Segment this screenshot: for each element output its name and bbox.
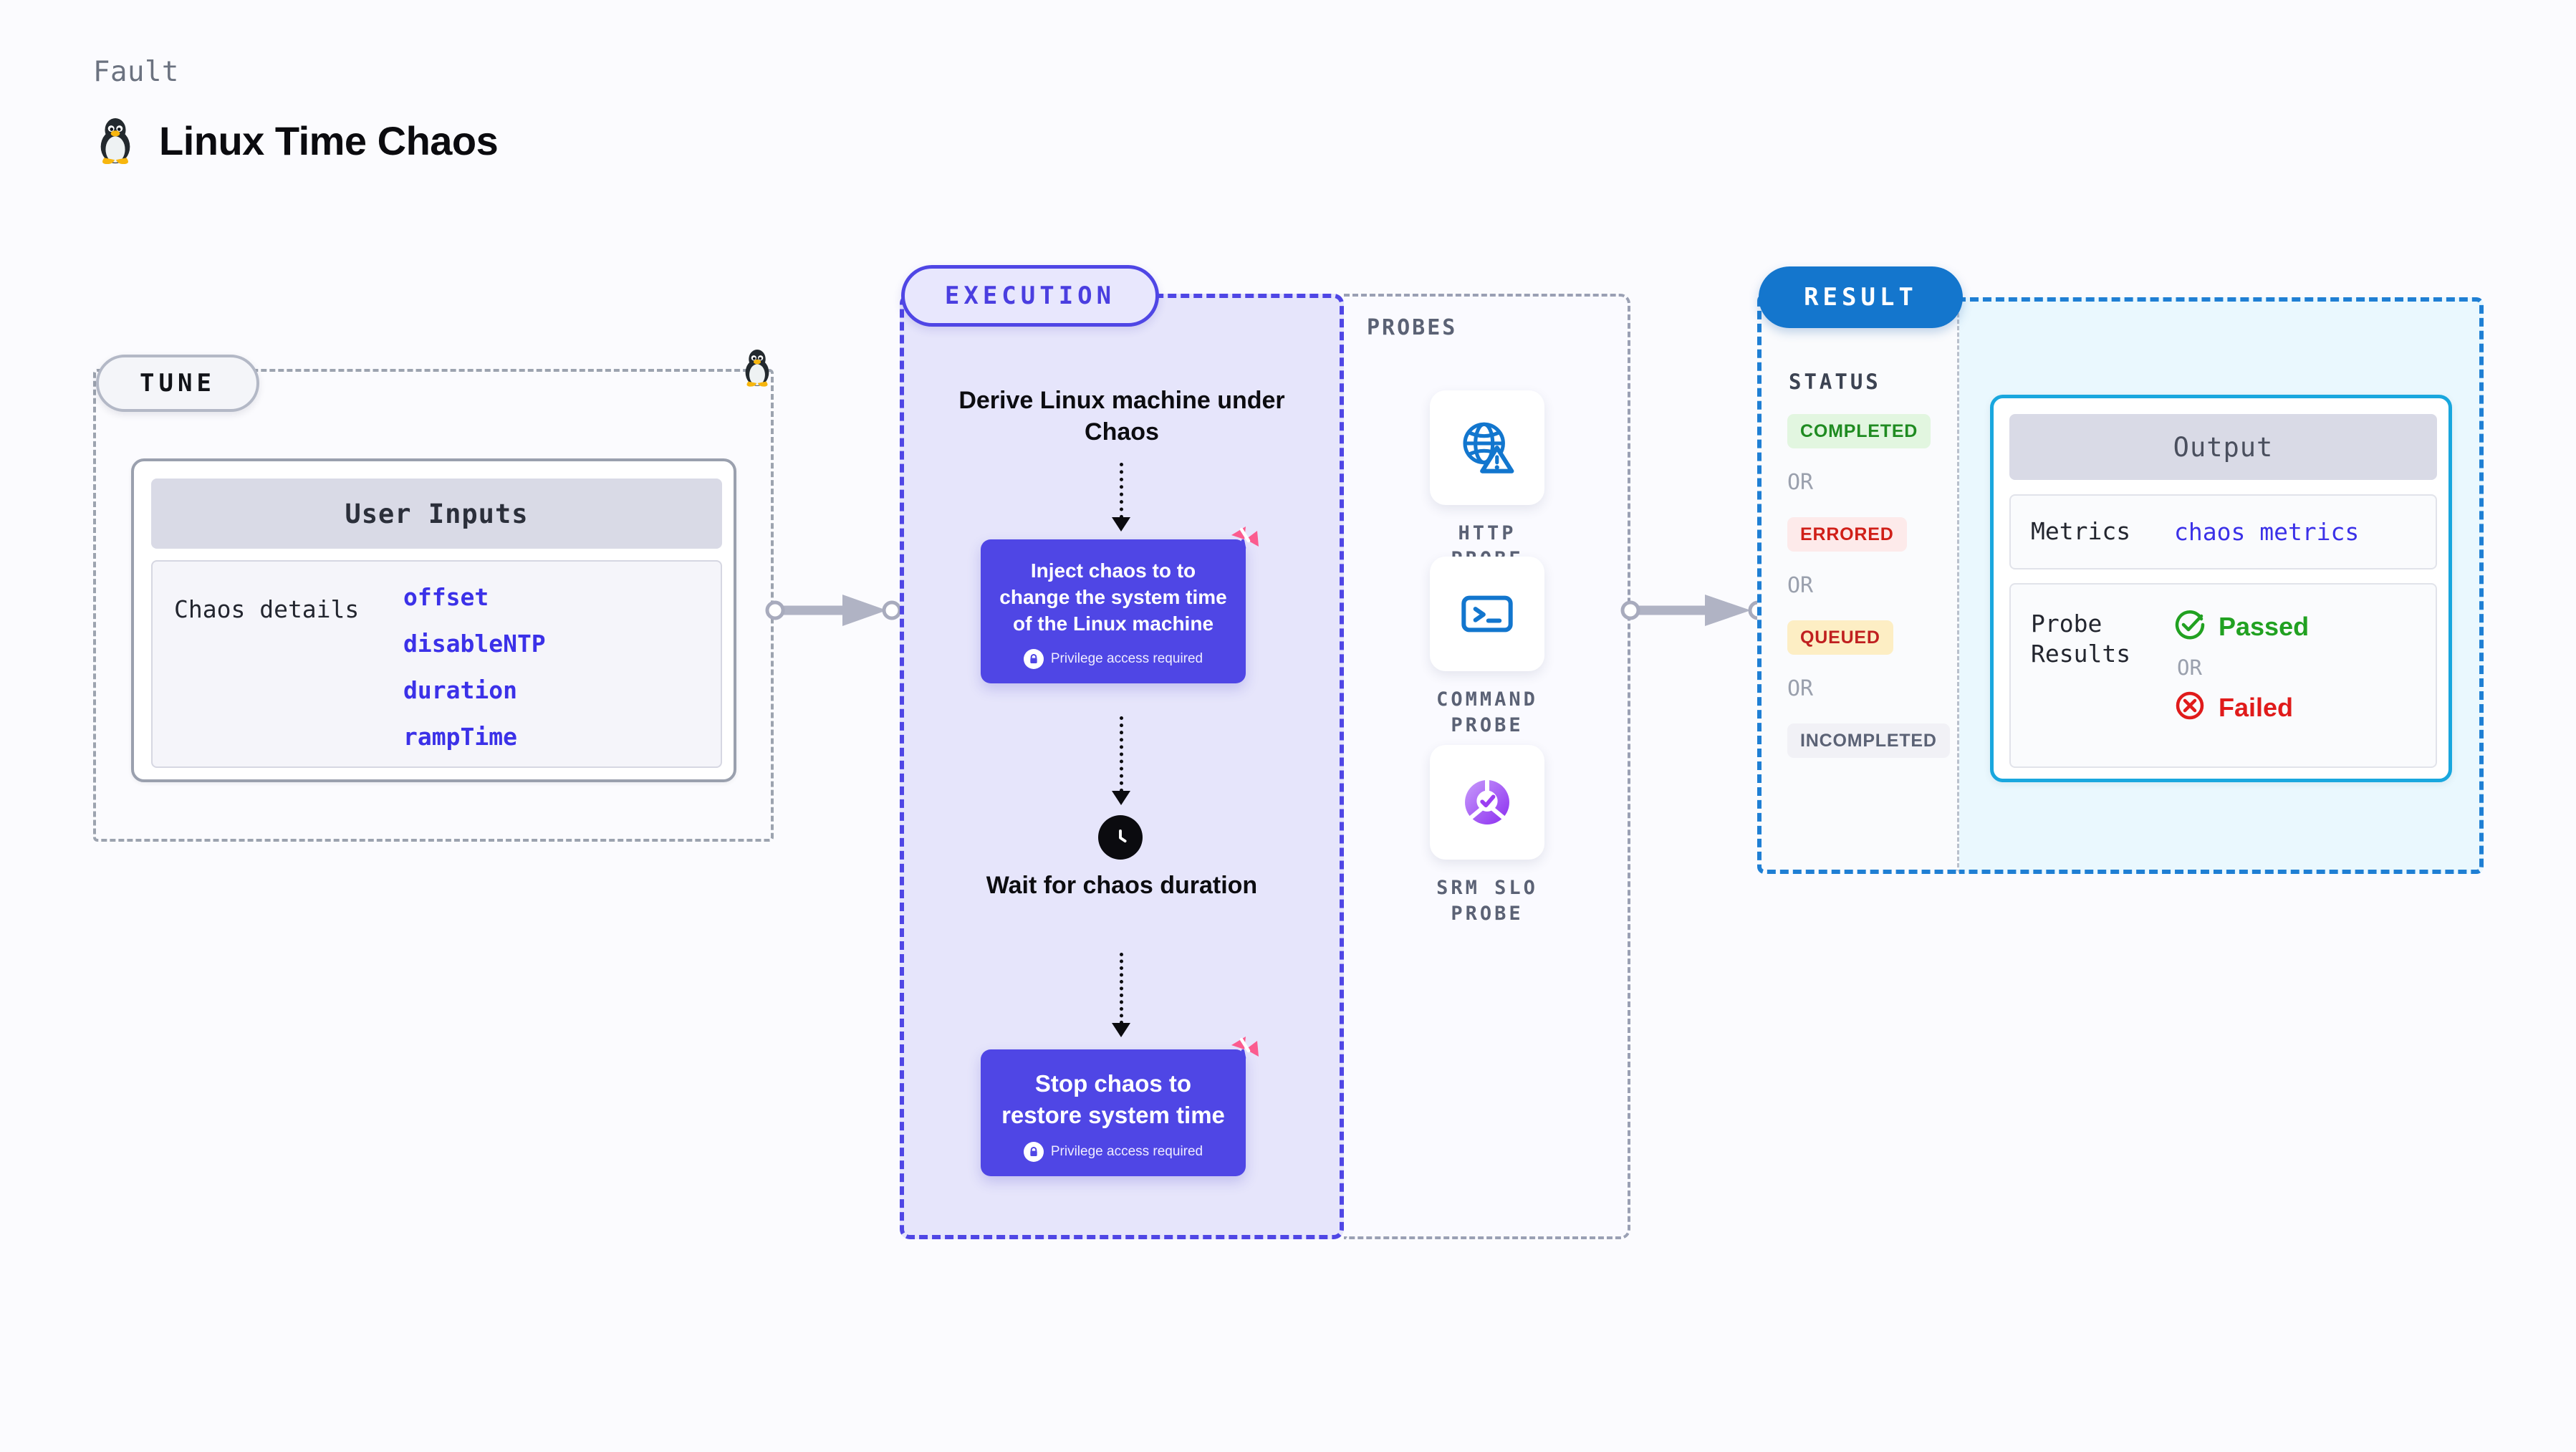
- status-or-2: OR: [1787, 573, 1814, 598]
- harness-logo-icon: [1227, 1032, 1261, 1070]
- probe-failed-label: Failed: [2219, 692, 2294, 722]
- probe-result-or: OR: [2177, 655, 2202, 680]
- user-inputs-card: User Inputs Chaos details offset disable…: [131, 458, 736, 782]
- chaos-details-values: offset disableNTP duration rampTime: [403, 583, 546, 766]
- output-title: Output: [2009, 414, 2437, 480]
- check-circle-icon: [2174, 609, 2206, 644]
- chaos-details-label: Chaos details: [174, 595, 360, 623]
- input-offset[interactable]: offset: [403, 583, 489, 611]
- tux-penguin-icon: [93, 115, 138, 166]
- page-title: Linux Time Chaos: [159, 117, 499, 163]
- page-title-row: Linux Time Chaos: [93, 115, 499, 166]
- chaos-details-row: Chaos details offset disableNTP duration…: [151, 560, 722, 768]
- globe-warning-icon: [1430, 390, 1544, 505]
- tune-badge[interactable]: TUNE: [96, 355, 259, 412]
- flow-step-stop-card[interactable]: Stop chaos to restore system time Privil…: [981, 1037, 1259, 1177]
- status-badge-completed: COMPLETED: [1787, 414, 1931, 448]
- user-inputs-title: User Inputs: [151, 479, 722, 549]
- flow-connector-3: [1120, 953, 1123, 1024]
- harness-logo-icon: [1227, 522, 1261, 560]
- probe-result-passed: Passed: [2174, 609, 2309, 644]
- privilege-note-stop: Privilege access required: [996, 1142, 1230, 1163]
- output-probe-results-key: Probe Results: [2031, 610, 2131, 668]
- output-card: Output Metrics chaos metrics Probe Resul…: [1990, 395, 2452, 782]
- terminal-icon: [1430, 557, 1544, 671]
- status-or-1: OR: [1787, 470, 1814, 495]
- probe-command-label: COMMAND PROBE: [1436, 688, 1538, 737]
- privilege-note-inject-text: Privilege access required: [1050, 650, 1203, 666]
- flow-connector-2: [1120, 716, 1123, 792]
- slo-donut-check-icon: [1430, 745, 1544, 860]
- flow-step-stop-label: Stop chaos to restore system time: [1001, 1070, 1225, 1128]
- input-ramptime[interactable]: rampTime: [403, 723, 517, 751]
- tux-penguin-marker-icon: [739, 347, 775, 392]
- probe-srm-slo[interactable]: SRM SLO PROBE: [1416, 745, 1559, 928]
- execution-flow: Derive Linux machine under Chaos Inject …: [900, 294, 1344, 1239]
- input-disablentp[interactable]: disableNTP: [403, 630, 546, 658]
- flow-step-inject-card[interactable]: Inject chaos to to change the system tim…: [981, 527, 1259, 683]
- input-duration[interactable]: duration: [403, 676, 517, 704]
- lock-icon: [1023, 1142, 1044, 1163]
- page-kicker: Fault: [93, 56, 179, 88]
- status-title: STATUS: [1789, 370, 1881, 394]
- status-badge-incompleted: INCOMPLETED: [1787, 723, 1950, 758]
- status-badge-errored: ERRORED: [1787, 517, 1907, 552]
- flow-arrow-3: [1112, 1023, 1130, 1037]
- probe-passed-label: Passed: [2219, 611, 2310, 641]
- flow-step-inject-label: Inject chaos to to change the system tim…: [999, 559, 1227, 635]
- privilege-note-inject: Privilege access required: [996, 648, 1230, 669]
- flow-arrow-2: [1112, 791, 1130, 805]
- output-metrics-value[interactable]: chaos metrics: [2174, 518, 2360, 546]
- status-or-3: OR: [1787, 676, 1814, 701]
- output-probe-results-values: Passed OR Failed: [2174, 609, 2309, 766]
- probe-srm-slo-label: SRM SLO PROBE: [1436, 877, 1538, 925]
- output-metrics-row: Metrics chaos metrics: [2009, 494, 2437, 569]
- flow-step-derive-label: Derive Linux machine under Chaos: [958, 387, 1285, 446]
- connector-tune-to-execution: [765, 589, 908, 635]
- flow-connector-1: [1120, 463, 1123, 519]
- probe-result-failed: Failed: [2174, 690, 2309, 725]
- output-metrics-key: Metrics: [2031, 517, 2131, 546]
- flow-arrow-1: [1112, 517, 1130, 532]
- probes-title: PROBES: [1367, 315, 1458, 340]
- probe-http[interactable]: HTTP PROBE: [1416, 390, 1559, 573]
- output-probe-results-row: Probe Results Passed OR: [2009, 583, 2437, 768]
- execution-badge[interactable]: EXECUTION: [901, 265, 1159, 327]
- privilege-note-stop-text: Privilege access required: [1050, 1144, 1203, 1160]
- result-status-panel: [1757, 294, 1959, 874]
- x-circle-icon: [2174, 690, 2206, 725]
- result-badge[interactable]: RESULT: [1759, 266, 1963, 328]
- connector-probes-to-result: [1620, 589, 1778, 635]
- clock-icon: [1098, 815, 1143, 860]
- status-badge-queued: QUEUED: [1787, 620, 1893, 655]
- probe-command[interactable]: COMMAND PROBE: [1416, 557, 1559, 739]
- lock-icon: [1023, 648, 1044, 669]
- flow-step-wait-label: Wait for chaos duration: [986, 872, 1258, 899]
